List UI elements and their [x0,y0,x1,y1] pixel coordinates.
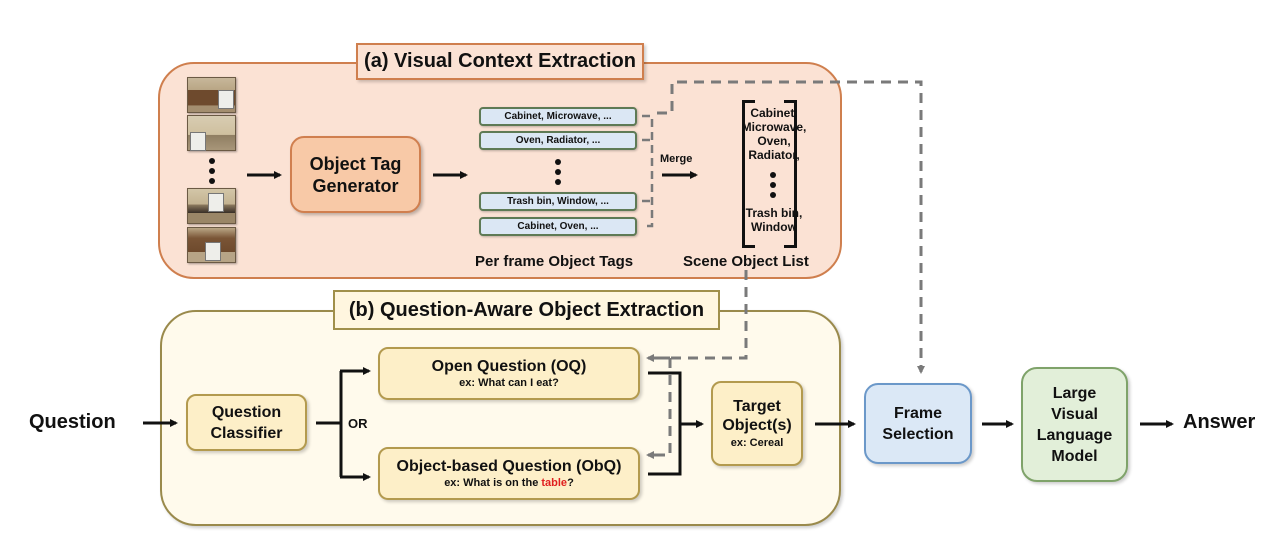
lvlm-line-4: Model [1051,447,1098,465]
or-label: OR [348,416,368,431]
lvlm-box: Large Visual Language Model [1021,367,1128,482]
target-example: ex: Cereal [730,436,784,449]
example-suffix: ? [567,477,574,489]
frame-tag: Cabinet, Oven, ... [479,217,637,236]
scene-item: Oven, [757,134,791,148]
object-based-question-box: Object-based Question (ObQ) ex: What is … [378,447,640,500]
ellipsis-dot [555,179,561,185]
ellipsis-dot [555,169,561,175]
frame-tag: Cabinet, Microwave, ... [479,107,637,126]
panel-a-title: (a) Visual Context Extraction [356,43,644,80]
lvlm-line-3: Language [1036,426,1113,444]
scene-item: Trash bin, [745,206,803,220]
tag-merge-dashes [642,114,654,228]
lvlm-line-1: Large [1052,384,1097,402]
example-highlight: table [541,477,568,489]
scene-item: Microwave, [741,120,807,134]
open-question-title: Open Question (OQ) [431,358,587,375]
object-question-title: Object-based Question (ObQ) [396,458,622,475]
dashed-to-obq [660,358,672,457]
ellipsis-dot [770,192,776,198]
question-input-label: Question [29,411,116,433]
ellipsis-dot [555,159,561,165]
video-frame [187,115,236,151]
questions-merge [648,371,682,476]
per-frame-caption: Per frame Object Tags [475,253,634,270]
ellipsis-dot [209,158,215,164]
example-prefix: ex: What is on the [444,477,542,489]
otg-line-1: Object Tag [309,153,402,174]
open-question-example: ex: What can I eat? [459,377,559,389]
object-question-example: ex: What is on the table? [444,476,574,490]
dashed-tags-to-frame-selection [657,80,925,374]
merge-label: Merge [660,153,693,165]
ellipsis-dot [209,178,215,184]
frame-tag: Oven, Radiator, ... [479,131,637,150]
video-frame [187,77,236,113]
frame-selection-box: Frame Selection [864,383,972,464]
scene-caption: Scene Object List [683,253,809,270]
fs-line-1: Frame [893,404,943,422]
panel-b-title: (b) Question-Aware Object Extraction [333,290,720,330]
video-frame [187,188,236,224]
scene-item: Cabinet, [750,106,798,120]
target-objects-box: Target Object(s) ex: Cereal [711,381,803,466]
scene-object-list: Cabinet, Microwave, Oven, Radiator, [738,106,810,162]
right-bracket [784,100,797,248]
target-line-2: Object(s) [722,416,792,434]
qc-line-2: Classifier [210,424,283,442]
scene-item: Radiator, [748,148,800,162]
left-bracket [742,100,755,248]
scene-object-list-tail: Trash bin, Window [738,206,810,234]
frame-tag: Trash bin, Window, ... [479,192,637,211]
ellipsis-dot [770,172,776,178]
ellipsis-dot [770,182,776,188]
classifier-branch [316,371,343,477]
qc-line-1: Question [211,403,282,421]
otg-line-2: Generator [312,175,399,196]
target-line-1: Target [733,397,781,415]
answer-output-label: Answer [1183,411,1256,433]
question-classifier: Question Classifier [186,394,307,451]
dashed-scene-list-to-questions [670,270,748,360]
object-tag-generator: Object Tag Generator [290,136,421,213]
fs-line-2: Selection [882,425,954,443]
open-question-box: Open Question (OQ) ex: What can I eat? [378,347,640,400]
ellipsis-dot [209,168,215,174]
visual-context-extraction-panel [158,62,842,279]
video-frame [187,227,236,263]
scene-item: Window [751,220,797,234]
lvlm-line-2: Visual [1051,405,1098,423]
